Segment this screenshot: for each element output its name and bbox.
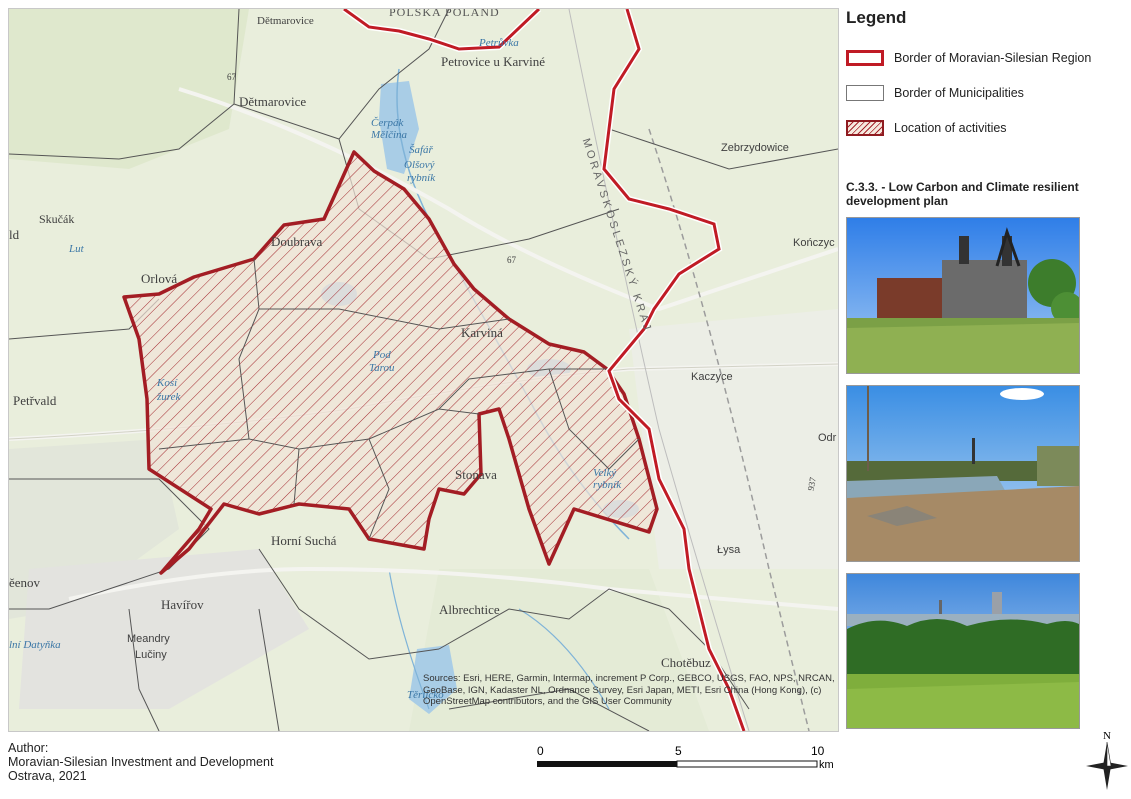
place-label: Skučák <box>39 212 75 226</box>
water-label: Olšový <box>404 159 435 171</box>
place-label: ěenov <box>9 575 41 590</box>
water-body <box>409 645 457 714</box>
legend-item-region-border: Border of Moravian-Silesian Region <box>846 48 1126 68</box>
place-label: Karviná <box>461 325 503 340</box>
water-label: Tarou <box>369 362 395 374</box>
map-view[interactable]: Dětmarovice POLSKA POLAND Petrůvka Petro… <box>8 8 839 732</box>
place-label: ld <box>9 227 20 242</box>
legend-panel: Legend Border of Moravian-Silesian Regio… <box>846 8 1126 153</box>
legend-item-label: Border of Municipalities <box>894 86 1024 100</box>
region-border <box>343 9 541 51</box>
railway <box>648 128 810 731</box>
water-label: rybník <box>593 479 622 491</box>
road-number: 67 <box>507 255 516 265</box>
author-name: Moravian-Silesian Investment and Develop… <box>8 755 274 769</box>
mining-lake-photo <box>846 385 1080 562</box>
stream <box>388 568 430 710</box>
green-meadow-city-photo <box>846 573 1080 729</box>
place-label: Orlová <box>141 271 178 286</box>
place-label: Dětmarovice <box>257 15 314 27</box>
scale-tick-10: 10 <box>811 744 825 758</box>
water-label: rybník <box>407 172 436 184</box>
map-canvas <box>9 9 838 731</box>
water-label: Petrůvka <box>479 37 519 49</box>
country-label: POLSKA POLAND <box>389 8 500 19</box>
stream <box>518 608 610 710</box>
legend-item-municipal-border: Border of Municipalities <box>846 83 1126 103</box>
place-label: Dětmarovice <box>239 94 307 109</box>
legend-item-label: Location of activities <box>894 121 1007 135</box>
urban-area-east <box>629 309 838 569</box>
water-label: Pod <box>373 349 391 361</box>
water-label: Čerpák <box>371 117 404 129</box>
place-label: Kończyc <box>793 237 835 249</box>
place-label: Lučiny <box>135 649 167 661</box>
place-label: Petřvald <box>13 393 57 408</box>
place-label: Petrovice u Karviné <box>441 54 545 69</box>
place-label: Łysa <box>717 544 741 556</box>
author-place-year: Ostrava, 2021 <box>8 769 87 783</box>
water-label: žurek <box>157 391 181 403</box>
colliery-building-photo <box>846 217 1080 374</box>
place-label: Zebrzydowice <box>721 142 789 154</box>
activities-hatch-swatch <box>846 120 884 136</box>
water-label: Šafář <box>409 144 433 156</box>
plan-title-line2: development plan <box>846 194 949 208</box>
place-label: Meandry <box>127 633 170 645</box>
road <box>178 87 838 312</box>
road-number: 67 <box>227 72 236 82</box>
place-label: Stonava <box>455 467 497 482</box>
north-arrow-icon: N <box>1084 728 1130 794</box>
scale-unit: km <box>819 759 834 771</box>
water-label: Kosí <box>157 377 178 389</box>
legend-item-activities: Location of activities <box>846 118 1126 138</box>
legend-item-label: Border of Moravian-Silesian Region <box>894 51 1092 65</box>
place-label: Albrechtice <box>439 602 500 617</box>
scale-segment-empty <box>676 760 818 768</box>
legend-title: Legend <box>846 8 907 27</box>
plan-title-line1: C.3.3. - Low Carbon and Climate resilien… <box>846 180 1079 194</box>
place-label: Kaczyce <box>691 371 733 383</box>
water-label: Lut <box>69 243 84 255</box>
region-border <box>602 9 746 731</box>
scale-tick-0: 0 <box>537 744 544 758</box>
water-label: Mělčina <box>371 129 408 141</box>
water-label: lní Datyňka <box>9 639 61 651</box>
municipal-borders-inner <box>158 258 640 540</box>
road <box>68 566 838 611</box>
map-attribution: Sources: Esri, HERE, Garmin, Intermap, i… <box>423 673 835 707</box>
place-label: Horní Suchá <box>271 533 337 548</box>
author-label: Author: <box>8 741 49 755</box>
forest-area-south <box>409 569 709 731</box>
plan-title: C.3.3. - Low Carbon and Climate resilien… <box>846 180 1131 208</box>
municipal-border-swatch <box>846 85 884 101</box>
place-label: Odr <box>818 432 837 444</box>
place-label: Chotěbuz <box>661 655 711 670</box>
activity-area <box>122 150 659 575</box>
region-border-swatch <box>846 50 884 66</box>
place-label: Havířov <box>161 597 204 612</box>
secondary-road <box>568 9 750 731</box>
author-block: Author: Moravian-Silesian Investment and… <box>8 741 273 783</box>
forest-area <box>9 9 249 169</box>
scale-segment-filled <box>537 761 677 767</box>
scale-tick-5: 5 <box>675 744 682 758</box>
water-label: Těrlicko <box>407 689 444 701</box>
scale-bar: 0 5 10 km <box>535 742 835 782</box>
water-label: Velký <box>593 467 617 479</box>
north-label: N <box>1103 730 1111 742</box>
place-label: Doubrava <box>271 234 323 249</box>
havirov-urban-area <box>19 549 309 709</box>
